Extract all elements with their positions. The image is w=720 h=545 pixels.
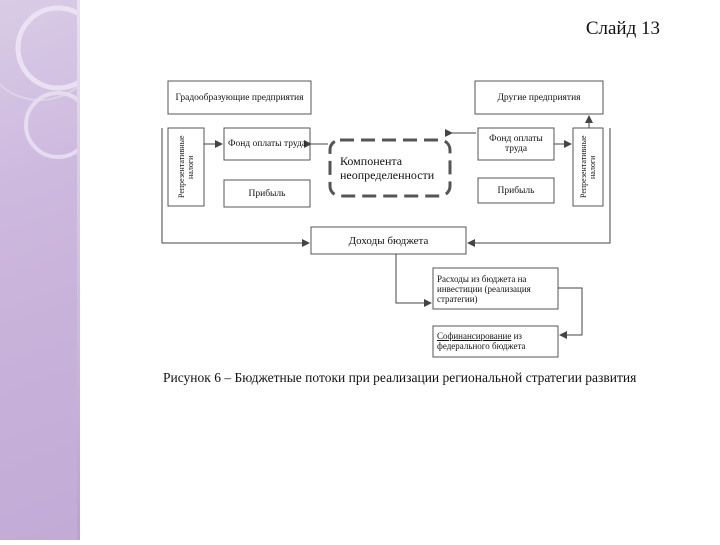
- label-rep-tax-left: Репрезентативные налоги: [177, 135, 195, 199]
- box-profit-right: [477, 177, 555, 204]
- label-drugie: Другие предприятия: [497, 92, 581, 103]
- box-gradoobraz: [167, 80, 312, 115]
- box-cofin: [432, 325, 559, 358]
- label-cofin-part2: из федерального бюджета: [437, 331, 526, 351]
- figure-caption: Рисунок 6 – Бюджетные потоки при реализа…: [163, 370, 637, 385]
- label-invest: Расходы из бюджета на инвестиции (реализ…: [437, 273, 531, 304]
- box-profit-left: [223, 179, 311, 208]
- label-budget-income: Доходы бюджета: [348, 234, 429, 247]
- label-cofin: Софинансирование из федерального бюджета: [433, 326, 558, 362]
- slide-number: Слайд 13: [585, 18, 660, 39]
- box-drugie: [474, 80, 604, 115]
- label-fot-left: Фонд оплаты труда: [227, 139, 307, 149]
- label-uncertainty: Компонента неопределенности: [340, 154, 435, 182]
- label-profit-left: Прибыль: [248, 188, 286, 199]
- label-cofin-part1: Софинансирование: [437, 331, 512, 341]
- label-rep-tax-right: Репрезентативные налоги: [579, 135, 597, 199]
- label-fot-right: Фонд оплаты труда: [489, 134, 543, 154]
- arrow-left-to-income: [161, 128, 310, 247]
- label-gradoobraz: Градообразующие предприятия: [175, 92, 304, 103]
- arrow-income-to-invest: [395, 254, 432, 307]
- box-rep-tax-right: [572, 127, 604, 207]
- box-uncertainty: [328, 138, 452, 198]
- box-rep-tax-left: [167, 127, 205, 207]
- arrow-right-to-income: [467, 128, 611, 247]
- box-budget-income: [310, 226, 467, 255]
- label-profit-right: Прибыль: [497, 185, 535, 196]
- arrow-invest-to-cofin: [558, 287, 583, 339]
- box-invest: [432, 267, 559, 310]
